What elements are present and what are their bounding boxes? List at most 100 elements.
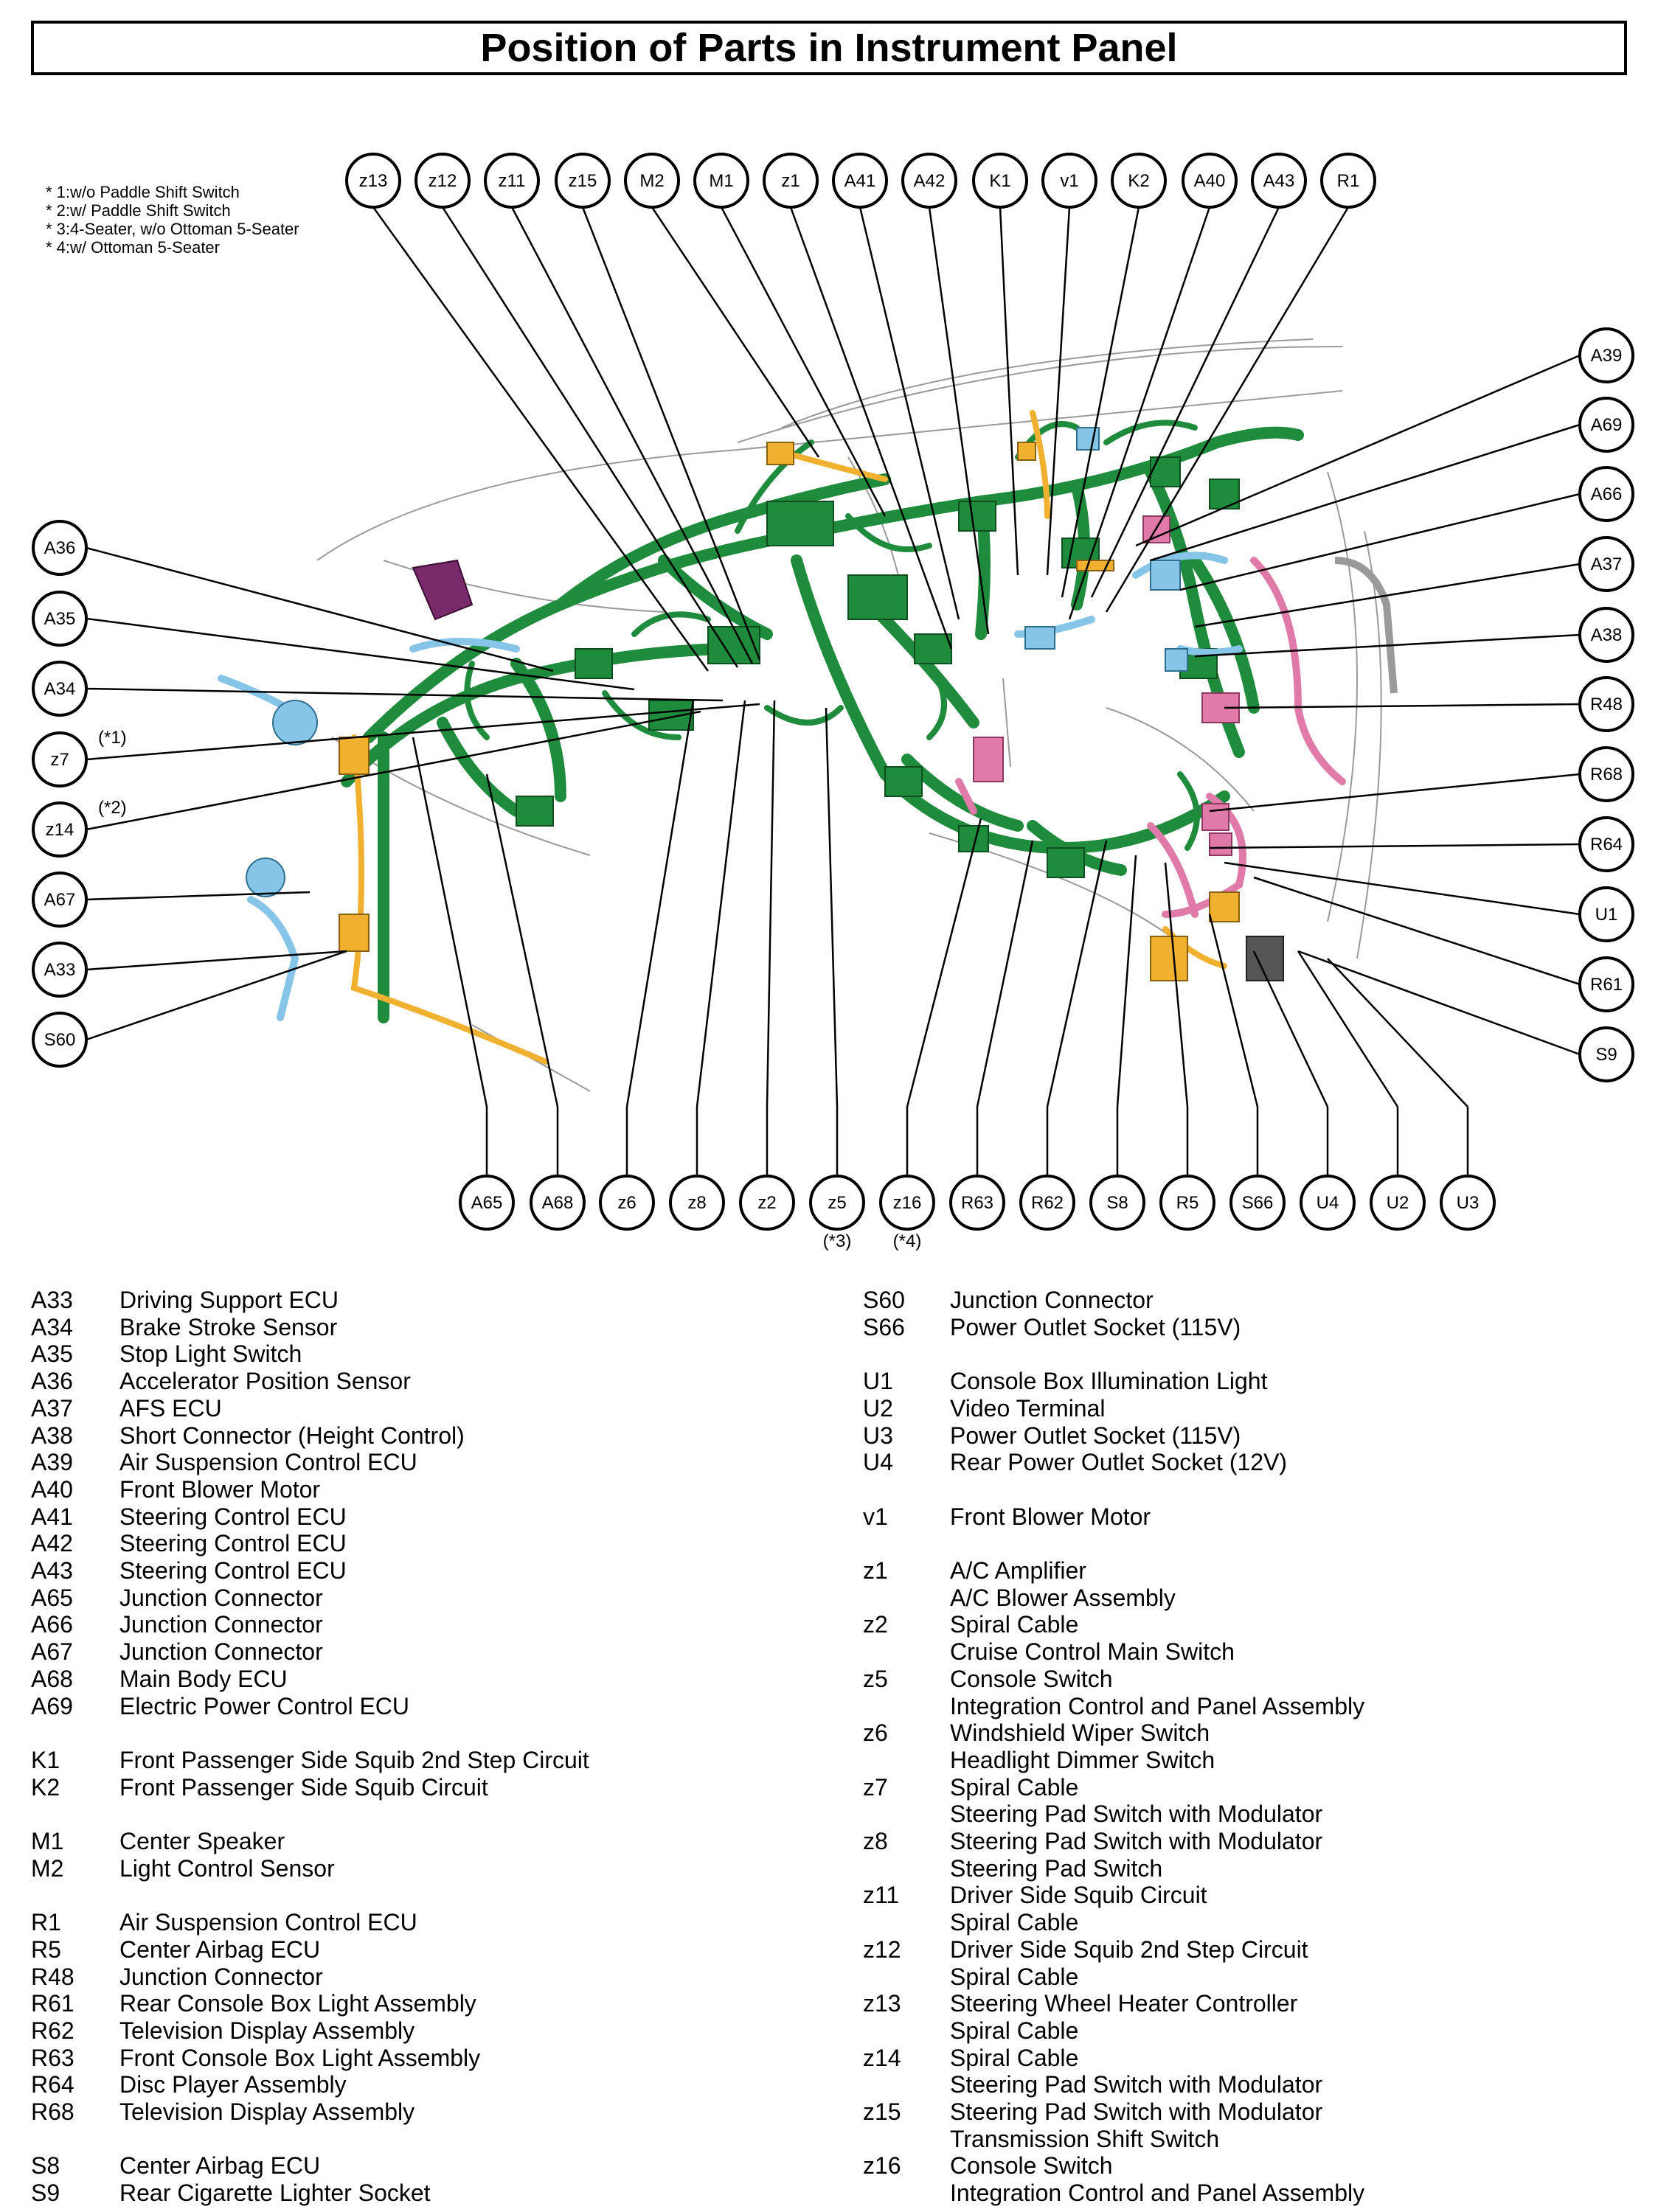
leader-line-z2: [766, 700, 776, 1107]
connector-A69: A69: [1578, 397, 1634, 453]
connector-label: z5: [828, 1193, 846, 1213]
connector-circle: [345, 153, 401, 209]
legend-code: z13: [863, 1990, 901, 2017]
legend-code: M1: [31, 1828, 64, 1854]
legend-code: A36: [31, 1368, 73, 1395]
leader-line-R48: [1224, 703, 1581, 709]
legend-code: A34: [31, 1313, 73, 1340]
legend-description: Power Outlet Socket (115V): [950, 1313, 1241, 1340]
legend-description: Television Display Assembly: [119, 2098, 415, 2125]
connector-circle: [599, 1175, 655, 1231]
leader-line-z14: [86, 710, 701, 831]
connector-circle: [1320, 153, 1376, 209]
legend-code: z2: [863, 1611, 888, 1638]
leader-line-A36: [86, 546, 554, 672]
connector-R68: R68: [1578, 746, 1634, 802]
legend-code: U4: [863, 1449, 893, 1476]
legend-code: A41: [31, 1503, 73, 1530]
connector-circle: [1578, 676, 1634, 732]
connector-label: A66: [1591, 484, 1623, 504]
leader-line-R62: [1046, 840, 1108, 1107]
legend-description: Front Passenger Side Squib 2nd Step Circ…: [119, 1746, 589, 1773]
legend-description: Steering Wheel Heater Controller: [950, 1990, 1298, 2017]
legend-description: Front Console Box Light Assembly: [119, 2044, 481, 2071]
legend-description: Rear Cigarette Lighter Socket: [119, 2180, 431, 2207]
legend-description: Junction Connector: [119, 1638, 323, 1666]
legend-description: Console Box Illumination Light: [950, 1368, 1268, 1395]
connector-U4: U4: [1300, 1175, 1356, 1231]
leader-line-R63: [976, 840, 1034, 1107]
legend-description: Spiral Cable: [950, 1963, 1079, 1990]
legend-code: z11: [863, 1882, 900, 1909]
legend-description: Front Passenger Side Squib Circuit: [119, 1773, 488, 1801]
connector-z2: z2: [739, 1175, 795, 1231]
legend-description: Television Display Assembly: [119, 2017, 415, 2044]
legend-description: Air Suspension Control ECU: [119, 1909, 417, 1936]
connector-S66: S66: [1229, 1175, 1286, 1231]
connector-circle: [32, 591, 88, 647]
legend-code: K2: [31, 1773, 60, 1801]
leader-line-S8: [1116, 855, 1137, 1107]
leader-line-R64: [1209, 843, 1581, 849]
leader-line-z1: [789, 206, 953, 650]
connector-circle: [1578, 607, 1634, 663]
legend-code: z8: [863, 1828, 888, 1854]
leader-line-z15: [581, 206, 761, 661]
leader-line-A40: [1068, 206, 1211, 620]
legend-code: z6: [863, 1719, 888, 1747]
legend-code: A39: [31, 1449, 73, 1476]
connector-label: K2: [1128, 171, 1149, 191]
leader-line-K1: [999, 206, 1019, 576]
connector-U1: U1: [1578, 886, 1634, 942]
connector-A68: A68: [530, 1175, 586, 1231]
connector-label: z14: [46, 820, 74, 840]
connector-label: U2: [1387, 1193, 1409, 1213]
connector-label: z13: [359, 171, 388, 191]
legend-code: S9: [31, 2180, 60, 2207]
legend-description: Driving Support ECU: [119, 1287, 339, 1313]
leader-line-U2: [1297, 950, 1399, 1107]
legend-description: Windshield Wiper Switch: [950, 1719, 1210, 1747]
footnote-3: * 3:4-Seater, w/o Ottoman 5-Seater: [46, 220, 299, 238]
connector-circle: [1370, 1175, 1426, 1231]
connector-circle: [693, 153, 749, 209]
connector-label: R62: [1031, 1193, 1064, 1213]
connector-label: R48: [1590, 695, 1623, 714]
orange-connectors: [339, 442, 1240, 981]
leader-line-A38: [1194, 633, 1581, 658]
connector-label: S8: [1106, 1193, 1128, 1213]
leader-line-A34: [86, 687, 724, 702]
legend-description: Steering Control ECU: [119, 1557, 347, 1584]
connector-A36: A36: [32, 520, 88, 576]
connector-label: U4: [1317, 1193, 1339, 1213]
connector-circle: [809, 1175, 865, 1231]
legend-description: Center Speaker: [119, 1828, 285, 1854]
legend-description: Driver Side Squib Circuit: [950, 1882, 1207, 1909]
connector-label: A69: [1591, 415, 1623, 435]
connector-label: A67: [44, 890, 76, 910]
legend-description: Air Suspension Control ECU: [119, 1449, 417, 1476]
connector-circle: [32, 872, 88, 928]
connector-label: A33: [44, 960, 76, 980]
pink-harness: [955, 557, 1346, 918]
connector-label: A37: [1591, 554, 1623, 574]
connector-label: A68: [542, 1193, 574, 1213]
legend-code: z14: [863, 2044, 901, 2071]
note-z7: (*1): [98, 728, 127, 748]
legend-description: Rear Console Box Light Assembly: [119, 1990, 476, 2017]
legend-code: z7: [863, 1773, 888, 1801]
connector-z7: z7: [32, 731, 88, 787]
leader-line-A65: [412, 737, 488, 1107]
connector-M1: M1: [693, 153, 749, 209]
connector-label: v1: [1060, 171, 1078, 191]
connector-S8: S8: [1089, 1175, 1145, 1231]
connector-label: S9: [1595, 1045, 1617, 1065]
legend-code: z5: [863, 1665, 888, 1692]
leader-line-z8: [696, 700, 746, 1107]
legend-code: v1: [863, 1503, 888, 1530]
connector-circle: [32, 1012, 88, 1068]
legend-description: Spiral Cable: [950, 1773, 1079, 1801]
legend-description: Steering Pad Switch: [950, 1854, 1163, 1882]
connector-K1: K1: [972, 153, 1028, 209]
